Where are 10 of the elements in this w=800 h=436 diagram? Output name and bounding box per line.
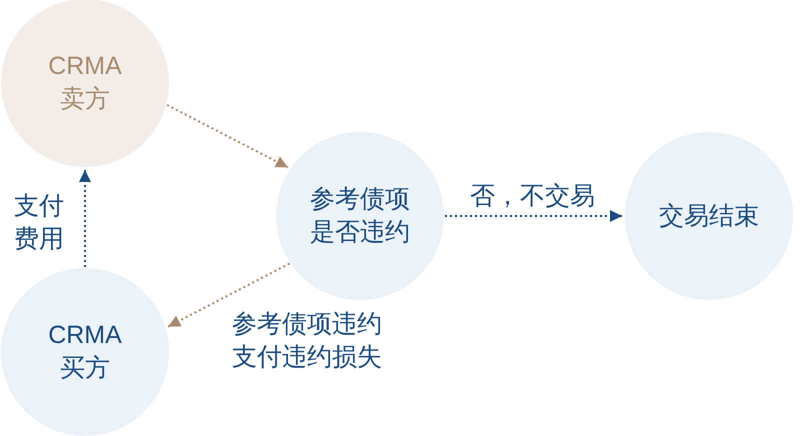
node-label: 交易结束 (659, 200, 759, 232)
node-label: 参考债项是否违约 (309, 184, 411, 248)
arrow (168, 262, 290, 328)
circle-node (1, 268, 169, 436)
arrow (166, 104, 288, 168)
node-label: CRMA 卖方 (47, 51, 123, 115)
node-label: CRMA 买方 (47, 320, 123, 384)
arrow (79, 170, 91, 267)
arrow (445, 210, 622, 222)
circle-node (276, 132, 444, 300)
